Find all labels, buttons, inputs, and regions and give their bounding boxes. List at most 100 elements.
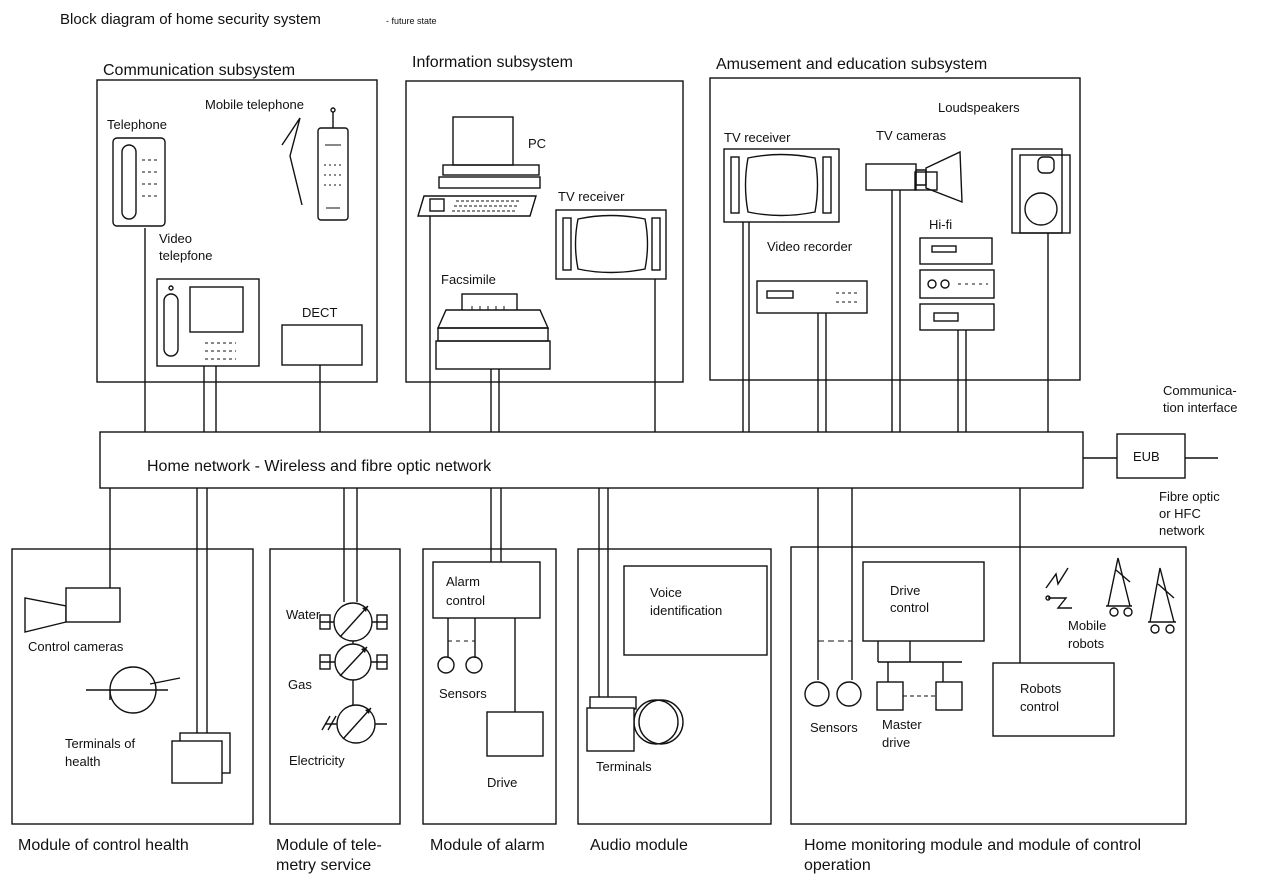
audio-terminals-label: Terminals <box>596 759 652 774</box>
monitoring-module: Home monitoring module and module of con… <box>790 488 1187 874</box>
information-subsystem-box <box>405 80 684 383</box>
health-module-box <box>11 548 254 825</box>
robots-control-box <box>992 662 1115 737</box>
facsimile-label: Facsimile <box>441 272 496 287</box>
tv-cameras-label: TV cameras <box>876 128 947 143</box>
slave-drive-box <box>935 681 963 711</box>
home-network-bar <box>99 431 1084 489</box>
health-terminal-icon <box>86 666 231 784</box>
eub-label: EUB <box>1133 449 1160 464</box>
monitoring-sensor-icon <box>804 681 830 707</box>
alarm-module-caption: Module of alarm <box>430 837 545 854</box>
home-network-label: Home network - Wireless and fibre optic … <box>147 458 492 475</box>
robots-control-label-1: Robots <box>1020 681 1062 696</box>
electricity-meter-icon <box>321 704 387 744</box>
video-recorder-label: Video recorder <box>767 239 853 254</box>
alarm-module: Module of alarm Alarm control Sensors Dr… <box>422 488 557 854</box>
control-cameras-label: Control cameras <box>28 639 124 654</box>
dect-box <box>281 324 363 366</box>
loudspeakers-label: Loudspeakers <box>938 100 1020 115</box>
video-telephone-label-2: telepfone <box>159 248 213 263</box>
hifi-icon <box>919 237 995 331</box>
diagram-title: Block diagram of home security system <box>60 11 321 28</box>
top-connections <box>144 190 1049 432</box>
alarm-drive-box <box>486 711 544 757</box>
telemetry-module-box <box>269 548 401 825</box>
loudspeaker-icon <box>1011 148 1071 234</box>
comm-interface-label-1: Communica- <box>1163 383 1237 398</box>
alarm-sensor-icon <box>437 656 455 674</box>
drive-control-label-1: Drive <box>890 583 920 598</box>
water-label: Water <box>286 607 321 622</box>
comm-interface-label-2: tion interface <box>1163 400 1237 415</box>
telemetry-module-caption-2: metry service <box>276 857 371 874</box>
tv-camera-icon <box>865 150 963 204</box>
hifi-label: Hi-fi <box>929 217 952 232</box>
mobile-robots-label-2: robots <box>1068 636 1105 651</box>
water-meter-icon <box>319 602 388 642</box>
fibre-label-2: or HFC <box>1159 506 1201 521</box>
alarm-sensor-icon <box>465 656 483 674</box>
drive-control-label-2: control <box>890 600 929 615</box>
eub-box <box>1116 433 1186 479</box>
communication-subsystem: Communication subsystem Telephone Mobile… <box>96 62 378 383</box>
voice-identification-box <box>623 565 768 656</box>
health-module-caption: Module of control health <box>18 837 189 854</box>
voice-identification-label-2: identification <box>650 603 722 618</box>
gas-label: Gas <box>288 677 312 692</box>
diagram-title-note: - future state <box>386 16 437 26</box>
amusement-tv-receiver-label: TV receiver <box>724 130 791 145</box>
telemetry-module-caption-1: Module of tele- <box>276 837 382 854</box>
info-tv-receiver-icon <box>555 209 667 280</box>
terminals-health-label-2: health <box>65 754 100 769</box>
alarm-control-box <box>432 561 541 619</box>
amusement-subsystem-title: Amusement and education subsystem <box>716 56 987 73</box>
robots-control-label-2: control <box>1020 699 1059 714</box>
amusement-subsystem-box <box>709 77 1081 381</box>
alarm-control-label-1: Alarm <box>446 574 480 589</box>
pc-label: PC <box>528 136 546 151</box>
home-network: Home network - Wireless and fibre optic … <box>99 383 1237 538</box>
voice-identification-label-1: Voice <box>650 585 682 600</box>
communication-subsystem-box <box>96 79 378 383</box>
control-camera-icon <box>24 587 121 633</box>
mobile-telephone-label: Mobile telephone <box>205 97 304 112</box>
mobile-robots-label-1: Mobile <box>1068 618 1106 633</box>
monitoring-module-box <box>790 546 1187 825</box>
monitoring-module-caption-2: operation <box>804 857 871 874</box>
telephone-label: Telephone <box>107 117 167 132</box>
monitoring-sensors-label: Sensors <box>810 720 858 735</box>
facsimile-icon <box>435 293 551 370</box>
monitoring-module-caption-1: Home monitoring module and module of con… <box>804 837 1141 854</box>
health-module: Module of control health Control cameras… <box>11 488 254 854</box>
electricity-label: Electricity <box>289 753 345 768</box>
monitoring-sensor-icon <box>836 681 862 707</box>
information-subsystem: Information subsystem PC TV receiver Fac… <box>405 54 684 383</box>
mobile-robot-icon <box>1045 557 1176 634</box>
master-drive-label-1: Master <box>882 717 922 732</box>
alarm-sensors-label: Sensors <box>439 686 487 701</box>
drive-control-box <box>862 561 985 642</box>
gas-meter-icon <box>319 643 388 681</box>
audio-module-box <box>577 548 772 825</box>
terminals-health-label-1: Terminals of <box>65 736 135 751</box>
mobile-telephone-icon <box>281 107 349 221</box>
master-drive-label-2: drive <box>882 735 910 750</box>
info-tv-receiver-label: TV receiver <box>558 189 625 204</box>
fibre-label-3: network <box>1159 523 1205 538</box>
video-telephone-label-1: Video <box>159 231 192 246</box>
telemetry-module: Module of tele- metry service Water Gas <box>269 488 401 874</box>
telephone-icon <box>112 137 166 227</box>
audio-module: Audio module Voice identification Termin… <box>577 488 772 854</box>
alarm-module-box <box>422 548 557 825</box>
amusement-tv-receiver-icon <box>723 148 840 223</box>
master-drive-box <box>876 681 904 711</box>
audio-terminal-icon <box>586 696 684 752</box>
pc-icon <box>417 116 541 217</box>
dect-label: DECT <box>302 305 337 320</box>
information-subsystem-title: Information subsystem <box>412 54 573 71</box>
audio-module-caption: Audio module <box>590 837 688 854</box>
alarm-control-label-2: control <box>446 593 485 608</box>
alarm-drive-label: Drive <box>487 775 517 790</box>
